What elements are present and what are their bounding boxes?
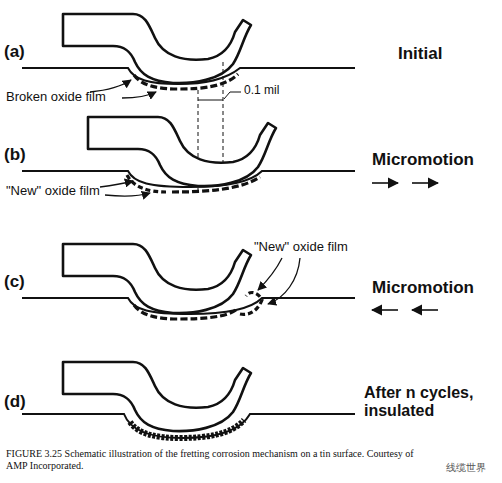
motion-arrow: [372, 309, 398, 311]
figure-caption: FIGURE 3.25 Schematic illustration of th…: [6, 448, 436, 471]
contact: [63, 244, 251, 313]
dimension-bar: [198, 100, 223, 101]
oxide-film: [134, 305, 236, 319]
oxide-layer: [130, 420, 244, 438]
panel-letter: (c): [4, 272, 25, 292]
stage-label: Initial: [398, 44, 442, 64]
leader: [100, 181, 133, 187]
leader: [224, 92, 241, 99]
panel-letter: (a): [4, 42, 25, 62]
panel-letter: (d): [4, 392, 26, 412]
leader: [122, 92, 156, 98]
stage-label: Micromotion: [372, 150, 474, 170]
leader: [268, 258, 300, 304]
stage-label: After n cycles, insulated: [364, 384, 498, 421]
stage-label: Micromotion: [372, 278, 474, 298]
motion-arrow: [372, 182, 398, 184]
new-oxide-film: [127, 175, 166, 192]
panel-letter: (b): [4, 145, 26, 165]
oxide-film: [172, 177, 260, 192]
callout: Broken oxide film: [6, 90, 106, 105]
dimension: 0.1 mil: [244, 84, 279, 98]
motion-arrow: [412, 182, 438, 184]
motion-arrow: [412, 309, 438, 311]
contact: [63, 362, 251, 431]
oxide-film: [134, 74, 238, 89]
panel-d: [22, 362, 355, 438]
watermark: 线缆世界: [446, 462, 486, 474]
callout: "New" oxide film: [6, 184, 100, 199]
contact: [88, 117, 276, 186]
leader: [105, 193, 150, 196]
callout: "New" oxide film: [254, 240, 348, 255]
leader: [258, 258, 282, 290]
new-oxide-film: [240, 293, 262, 315]
